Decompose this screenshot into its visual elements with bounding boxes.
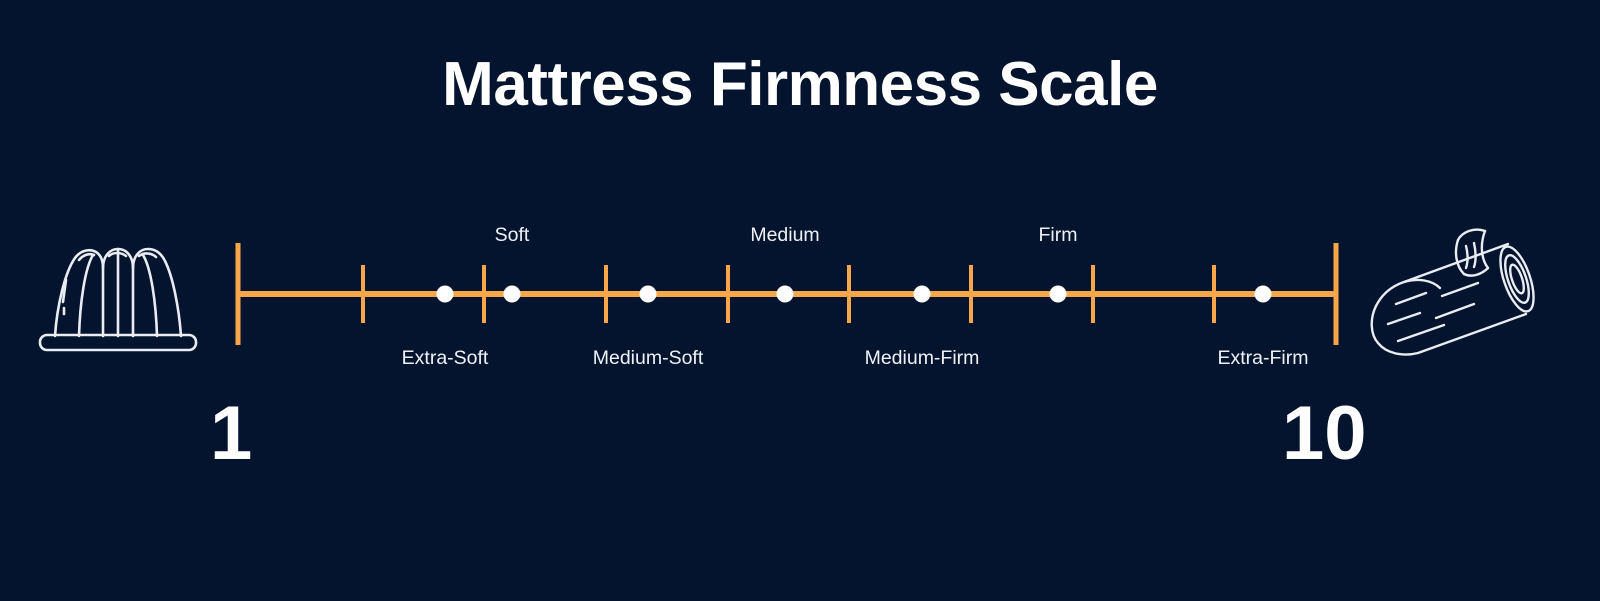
scale-tick <box>361 265 365 323</box>
scale-tick <box>847 265 851 323</box>
scale-point-marker[interactable] <box>1254 285 1272 303</box>
scale-point-label: Firm <box>1038 224 1078 246</box>
scale-tick-start <box>235 243 241 345</box>
scale-point-label: Medium-Soft <box>592 347 704 369</box>
scale-point-marker[interactable] <box>1049 285 1067 303</box>
jelly-pudding-icon <box>33 228 203 358</box>
scale-tick <box>969 265 973 323</box>
scale-point-label: Medium-Firm <box>864 347 980 369</box>
scale-tick <box>1212 265 1216 323</box>
scale-point-marker[interactable] <box>503 285 521 303</box>
scale-tick <box>482 265 486 323</box>
scale-tick <box>726 265 730 323</box>
scale-point-marker[interactable] <box>639 285 657 303</box>
scale-tick-end <box>1333 243 1339 345</box>
scale-point-label: Medium <box>750 224 820 246</box>
scale-max-number: 10 <box>1282 391 1367 476</box>
scale-tick <box>604 265 608 323</box>
scale-tick <box>1091 265 1095 323</box>
scale-point-marker[interactable] <box>436 285 454 303</box>
scale-point-label: Soft <box>494 224 530 246</box>
scale-point-label: Extra-Soft <box>401 347 489 369</box>
page-title: Mattress Firmness Scale <box>442 50 1158 119</box>
scale-point-label: Extra-Firm <box>1217 347 1309 369</box>
scale-point-marker[interactable] <box>913 285 931 303</box>
scale-point-marker[interactable] <box>776 285 794 303</box>
wooden-log-icon <box>1358 222 1548 367</box>
scale-min-number: 1 <box>210 391 253 476</box>
